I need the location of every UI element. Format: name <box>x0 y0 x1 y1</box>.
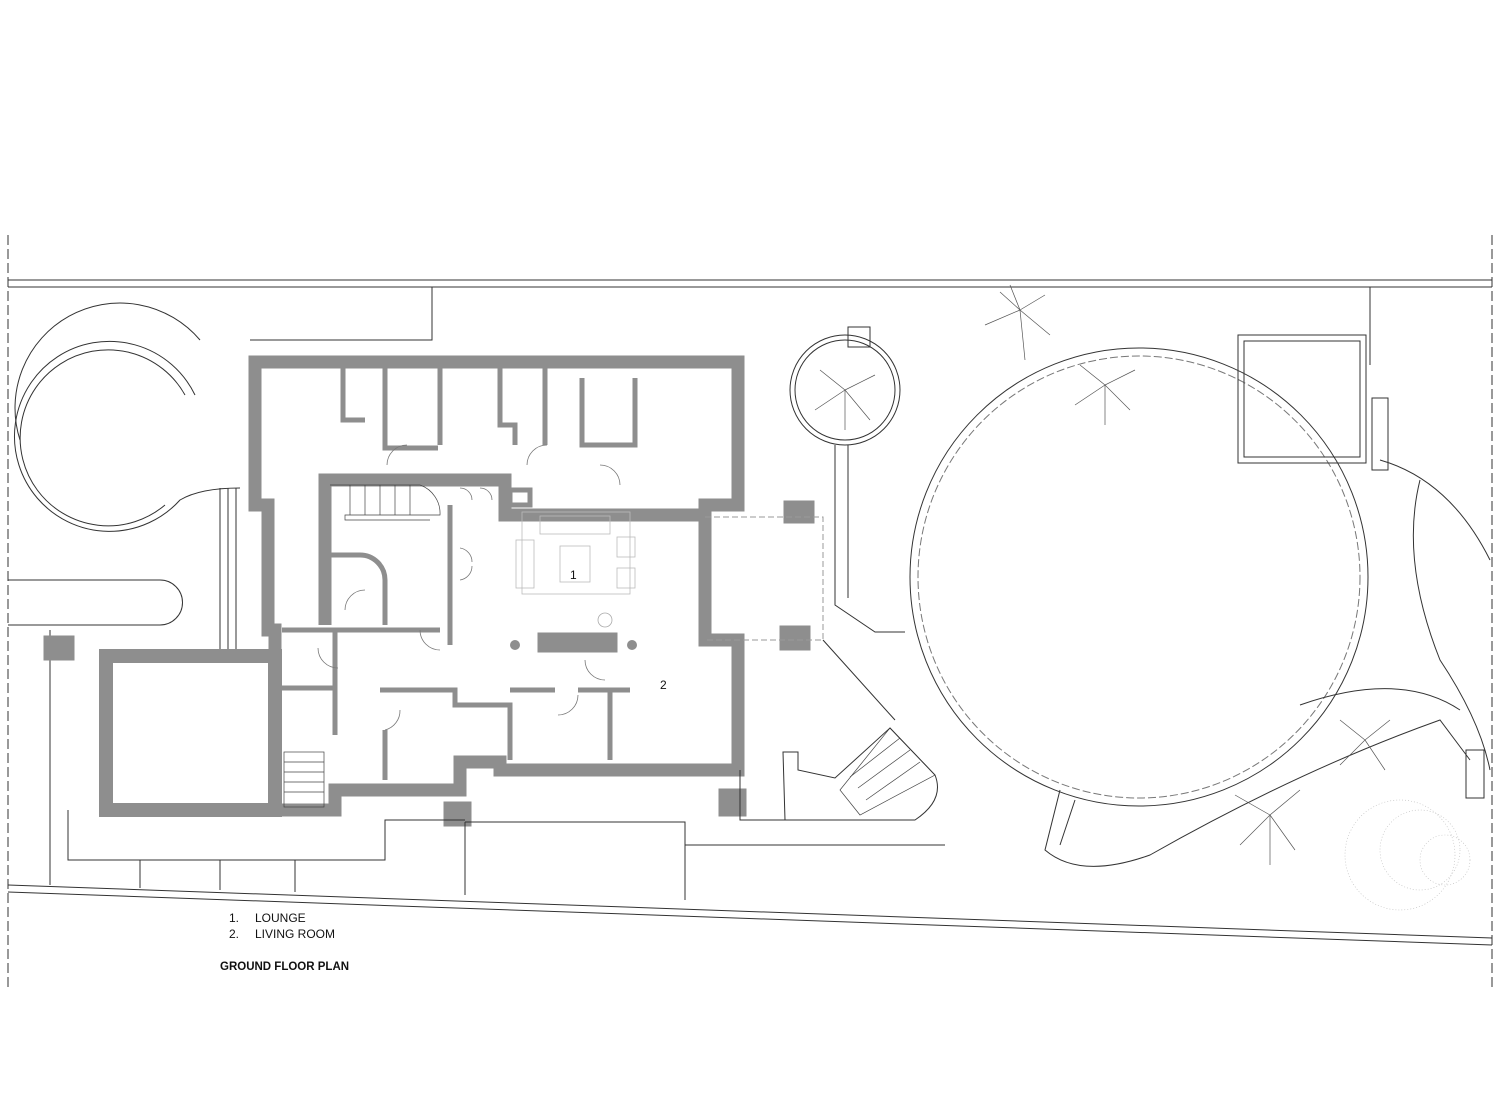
staircase <box>283 484 936 816</box>
shrub-hatching <box>1344 799 1471 911</box>
circular-terrace <box>8 302 241 885</box>
room-tag-living-room: 2 <box>660 678 667 692</box>
legend-item: 1. LOUNGE <box>229 910 335 926</box>
legend-number: 2. <box>229 927 240 941</box>
room-legend: 1. LOUNGE 2. LIVING ROOM <box>229 910 335 942</box>
terrace-outline <box>67 516 945 900</box>
site-boundary <box>7 235 1493 990</box>
plan-title: GROUND FLOOR PLAN <box>220 961 350 973</box>
trees <box>814 284 1391 865</box>
circular-lawn <box>909 347 1491 867</box>
legend-label: LIVING ROOM <box>255 927 336 941</box>
house-walls <box>43 355 815 827</box>
legend-item: 2. LIVING ROOM <box>229 926 335 942</box>
legend-number: 1. <box>229 911 240 925</box>
room-tag-lounge: 1 <box>570 568 577 582</box>
door-swings <box>317 444 621 731</box>
tree-planter <box>789 326 905 633</box>
outbuilding <box>1237 334 1485 799</box>
interior-walls <box>282 365 638 780</box>
legend-label: LOUNGE <box>255 911 306 925</box>
lounge-furniture <box>515 511 636 628</box>
